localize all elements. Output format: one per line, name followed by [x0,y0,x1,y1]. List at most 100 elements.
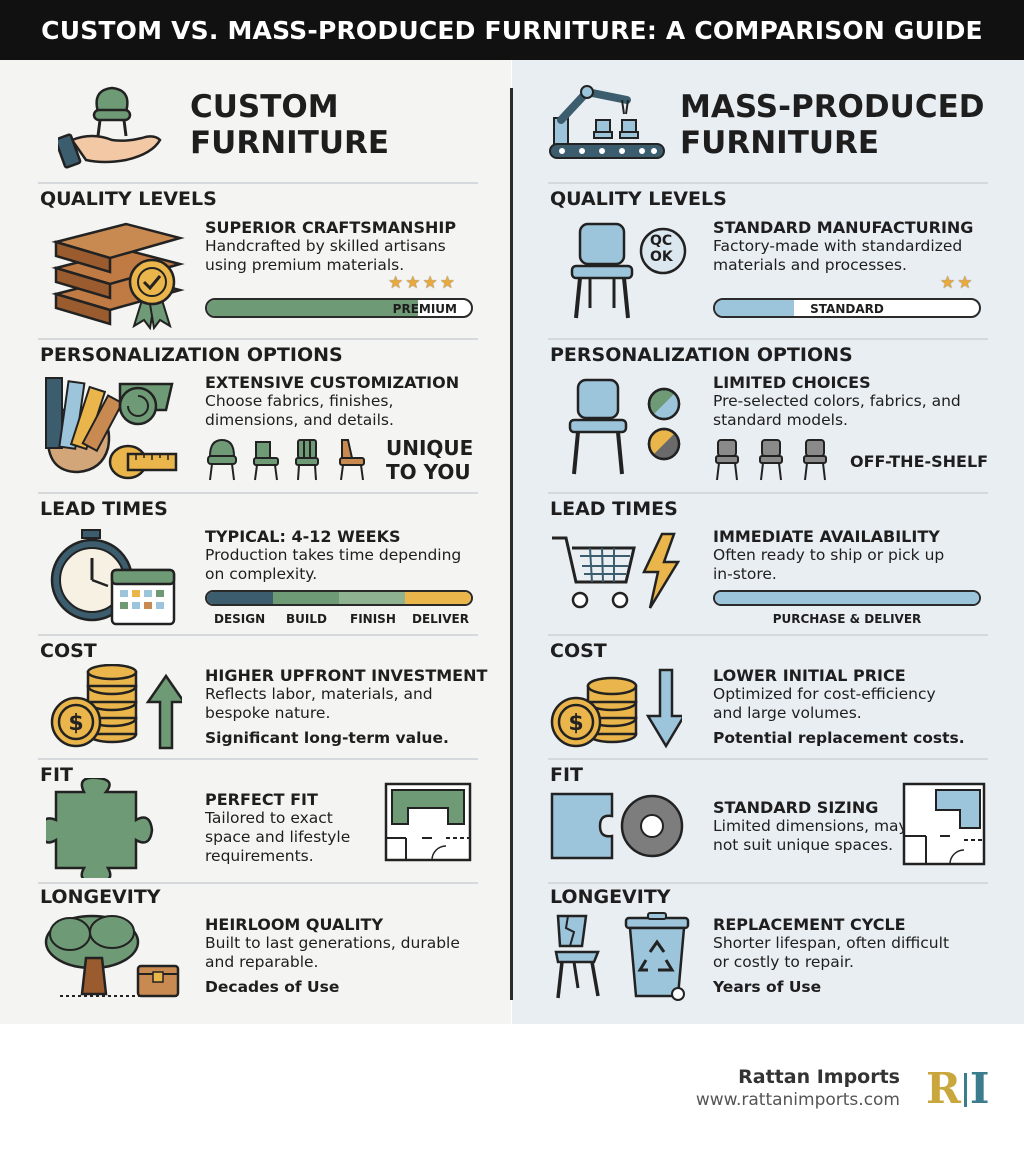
mass-cost-section-title: COST [550,640,607,662]
coins-with-up-arrow-icon: $ [50,664,182,750]
mass-title-line2: FURNITURE [680,125,880,161]
robot-arm-assembly-line-icon [549,85,665,159]
custom-cost-note: Significant long-term value. [205,729,449,747]
floor-plan-icon [384,782,472,862]
tree-and-chest-icon [44,914,180,998]
svg-text:$: $ [68,711,83,736]
unique-to-you-label-line2: TO YOU [386,460,471,484]
custom-fit-description: Tailored to exact space and lifestyle re… [205,809,351,865]
mass-personalization-description: Pre-selected colors, fabrics, and standa… [713,392,961,429]
mismatched-shapes-icon [550,792,684,860]
coins-with-down-arrow-icon: $ [550,668,682,749]
stage-deliver-segment [405,592,471,604]
stage-design-segment [207,592,273,604]
company-name: Rattan Imports [738,1066,900,1088]
stage-label: BUILD [286,612,327,626]
mass-title-line1: MASS-PRODUCED [680,89,985,125]
identical-chairs-icon [715,439,827,481]
custom-lead-times-section-title: LEAD TIMES [40,498,168,520]
bar-fill [715,592,979,604]
bar-label: PREMIUM [392,302,457,316]
custom-quality-heading: SUPERIOR CRAFTSMANSHIP [205,218,457,237]
mass-longevity-description: Shorter lifespan, often difficult or cos… [713,934,950,971]
logo-letter-i: I [969,1064,990,1113]
mass-lead-times-description: Often ready to ship or pick up in-store. [713,546,945,583]
custom-fit-heading: PERFECT FIT [205,790,318,809]
separator [548,338,988,340]
custom-longevity-description: Built to last generations, durable and r… [205,934,460,971]
separator [548,758,988,760]
swatches-and-tape-measure-icon [45,377,178,480]
star-rating: ★★★★ [388,273,457,293]
separator [548,882,988,884]
broken-chair-and-recycle-bin-icon [554,912,690,1001]
stage-build-segment [273,592,339,604]
logo-divider [963,1073,967,1107]
custom-lead-times-description: Production takes time depending on compl… [205,546,462,583]
separator [38,338,478,340]
svg-text:$: $ [568,711,583,736]
custom-longevity-note: Decades of Use [205,978,340,996]
custom-longevity-section-title: LONGEVITY [40,886,161,908]
mass-longevity-section-title: LONGEVITY [550,886,671,908]
center-divider [510,88,513,1000]
floor-plan-icon [902,782,986,866]
company-url[interactable]: www.rattanimports.com [695,1090,900,1110]
mass-fit-section-title: FIT [550,764,584,786]
custom-personalization-description: Choose fabrics, finishes, dimensions, an… [205,392,394,429]
mass-fit-description: Limited dimensions, may not suit unique … [713,817,908,854]
mass-lead-times-heading: IMMEDIATE AVAILABILITY [713,527,940,546]
premium-quality-bar: PREMIUM [205,298,473,318]
stage-finish-segment [339,592,405,604]
chair-with-color-options-icon [568,378,681,475]
puzzle-piece-icon [46,778,154,878]
custom-cost-section-title: COST [40,640,97,662]
mass-lead-times-section-title: LEAD TIMES [550,498,678,520]
qc-label: QC [650,233,673,249]
custom-cost-description: Reflects labor, materials, and bespoke n… [205,685,433,722]
mass-longevity-note: Years of Use [713,978,822,996]
logo-letter-r: R [926,1064,961,1113]
ok-label: OK [650,249,673,265]
mass-cost-note: Potential replacement costs. [713,729,965,747]
stage-label: DESIGN [214,612,266,626]
mass-cost-description: Optimized for cost-efficiency and large … [713,685,936,722]
production-stages-bar [205,590,473,606]
shopping-cart-and-lightning-icon [552,532,681,609]
stage-label: DELIVER [412,612,469,626]
star-rating: ★★ [940,273,975,293]
qc-ok-badge-icon [639,227,687,275]
custom-fit-section-title: FIT [40,764,74,786]
bar-fill [207,300,419,316]
mass-longevity-heading: REPLACEMENT CYCLE [713,915,906,934]
bar-fill [715,300,795,316]
separator [38,758,478,760]
separator [548,182,988,184]
unique-to-you-label-line1: UNIQUE [386,436,474,460]
custom-title-line2: FURNITURE [190,125,390,161]
off-the-shelf-label: OFF-THE-SHELF [850,452,989,471]
wood-planks-with-ribbon-icon [51,222,185,330]
custom-cost-heading: HIGHER UPFRONT INVESTMENT [205,666,488,685]
mass-personalization-section-title: PERSONALIZATION OPTIONS [550,344,853,366]
custom-personalization-section-title: PERSONALIZATION OPTIONS [40,344,343,366]
mass-cost-heading: LOWER INITIAL PRICE [713,666,906,685]
mass-quality-heading: STANDARD MANUFACTURING [713,218,974,237]
custom-quality-section-title: QUALITY LEVELS [40,188,217,210]
mass-personalization-heading: LIMITED CHOICES [713,373,871,392]
chair-styles-icon [207,438,365,481]
custom-lead-times-heading: TYPICAL: 4-12 WEEKS [205,527,401,546]
stopwatch-and-calendar-icon [50,529,176,626]
separator [38,492,478,494]
custom-title-line1: CUSTOM [190,89,339,125]
bar-label: PURCHASE & DELIVER [772,612,922,626]
hand-holding-chair-icon [58,86,162,169]
standard-quality-bar: STANDARD [713,298,981,318]
mass-fit-heading: STANDARD SIZING [713,798,879,817]
separator [548,634,988,636]
standard-chair-icon [570,222,634,319]
stage-label: FINISH [350,612,396,626]
separator [38,634,478,636]
custom-quality-description: Handcrafted by skilled artisans using pr… [205,237,446,274]
